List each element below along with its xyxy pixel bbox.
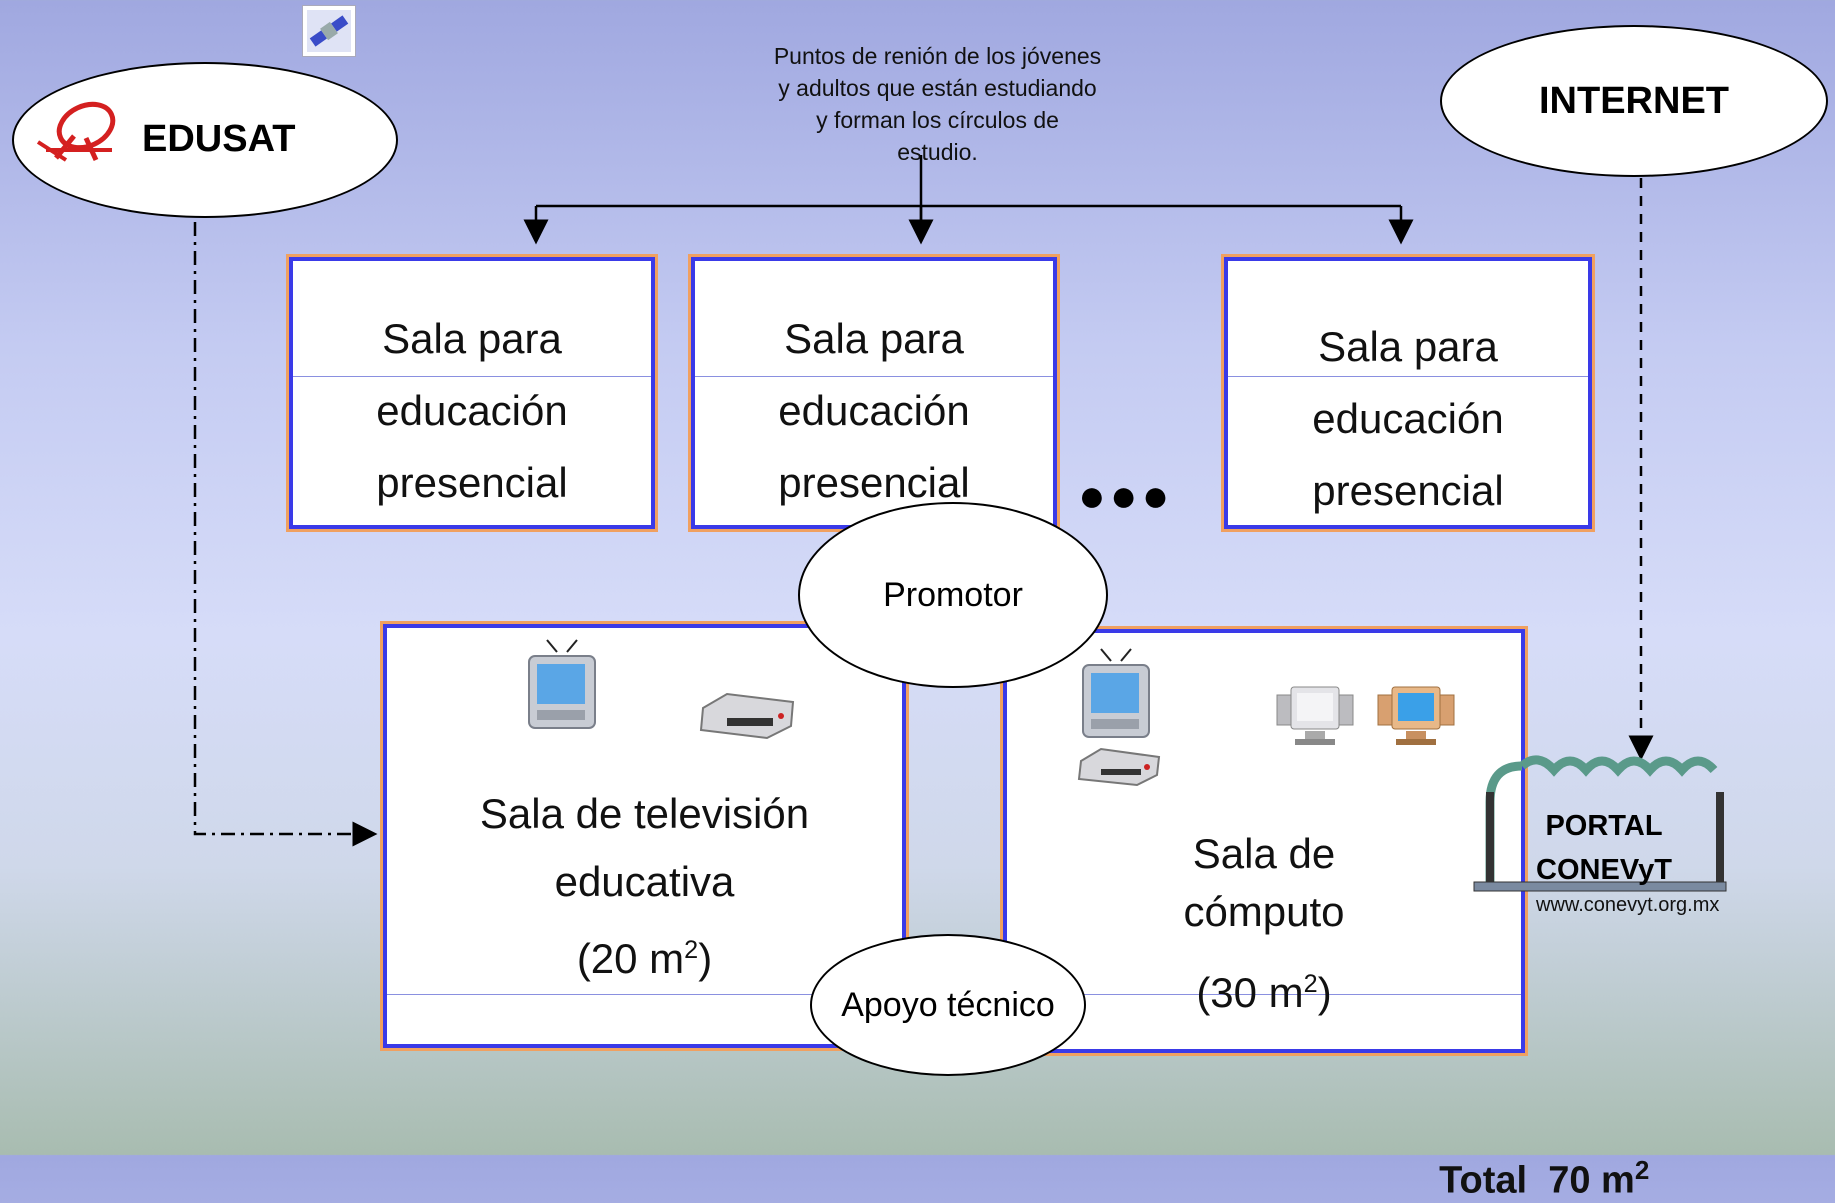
edusat-label: EDUSAT [142, 118, 296, 160]
note-line: Puntos de renión de los jóvenes [773, 43, 1102, 69]
note-line: y adultos que están estudiando [778, 75, 1097, 101]
divider [293, 376, 651, 377]
classroom-3: Sala para educación presencial [1224, 257, 1592, 529]
apoyo-label: Apoyo técnico [841, 985, 1055, 1024]
divider [387, 994, 902, 995]
computer-icon [1376, 683, 1456, 754]
portal-arch-icon [1473, 755, 1727, 892]
divider [695, 376, 1053, 377]
edusat-connector [193, 222, 378, 847]
computer-room-area: (30 m2) [1196, 969, 1332, 1016]
satellite-dish-icon [36, 100, 122, 169]
computer-room: Sala de cómputo (30 m2) [1003, 629, 1525, 1053]
note-line: y forman los círculos de [816, 107, 1059, 133]
satellite-icon [302, 5, 356, 57]
room-line: educación [778, 387, 970, 434]
divider [1007, 994, 1521, 995]
television-icon [523, 638, 603, 741]
classroom-1: Sala para educación presencial [289, 257, 655, 529]
portal-conevyt: PORTAL CONEVyT [1472, 752, 1728, 894]
computer-room-line1: Sala de [1192, 830, 1336, 877]
television-icon [1077, 647, 1157, 750]
promotor-node: Promotor [798, 502, 1108, 688]
connector-lines [193, 155, 1654, 847]
meeting-note: Puntos de renión de los jóvenes y adulto… [700, 40, 1175, 168]
portal-line1: PORTAL [1545, 810, 1663, 842]
tv-room: Sala de televisión educativa (20 m2) [383, 624, 906, 1048]
tv-room-line2: educativa [554, 858, 735, 905]
tv-room-area: (20 m2) [576, 935, 713, 982]
edusat-node: EDUSAT [12, 62, 398, 218]
computer-icon [1275, 683, 1355, 754]
promotor-label: Promotor [883, 575, 1023, 614]
divider [1228, 376, 1588, 377]
apoyo-node: Apoyo técnico [810, 934, 1086, 1076]
classroom-2: Sala para educación presencial [691, 257, 1057, 529]
room-line: Sala para [1318, 323, 1498, 370]
portal-url: www.conevyt.org.mx [1536, 894, 1720, 916]
vcr-icon [1077, 745, 1161, 794]
note-line: estudio. [897, 139, 978, 165]
tv-room-line1: Sala de televisión [479, 790, 810, 837]
room-line: presencial [376, 459, 568, 506]
room-line: educación [1312, 395, 1504, 442]
internet-label: INTERNET [1539, 79, 1729, 122]
more-rooms-ellipsis: ●●● [1078, 469, 1174, 521]
portal-line2: CONEVyT [1536, 854, 1672, 886]
room-line: presencial [1312, 467, 1504, 514]
room-line: educación [376, 387, 568, 434]
total-area: Total 70 m2 [1439, 1155, 1650, 1202]
room-line: presencial [778, 459, 970, 506]
computer-room-line2: cómputo [1183, 888, 1345, 935]
room-line: Sala para [784, 315, 964, 362]
internet-node: INTERNET [1440, 25, 1828, 177]
vcr-icon [697, 688, 797, 749]
room-line: Sala para [382, 315, 562, 362]
